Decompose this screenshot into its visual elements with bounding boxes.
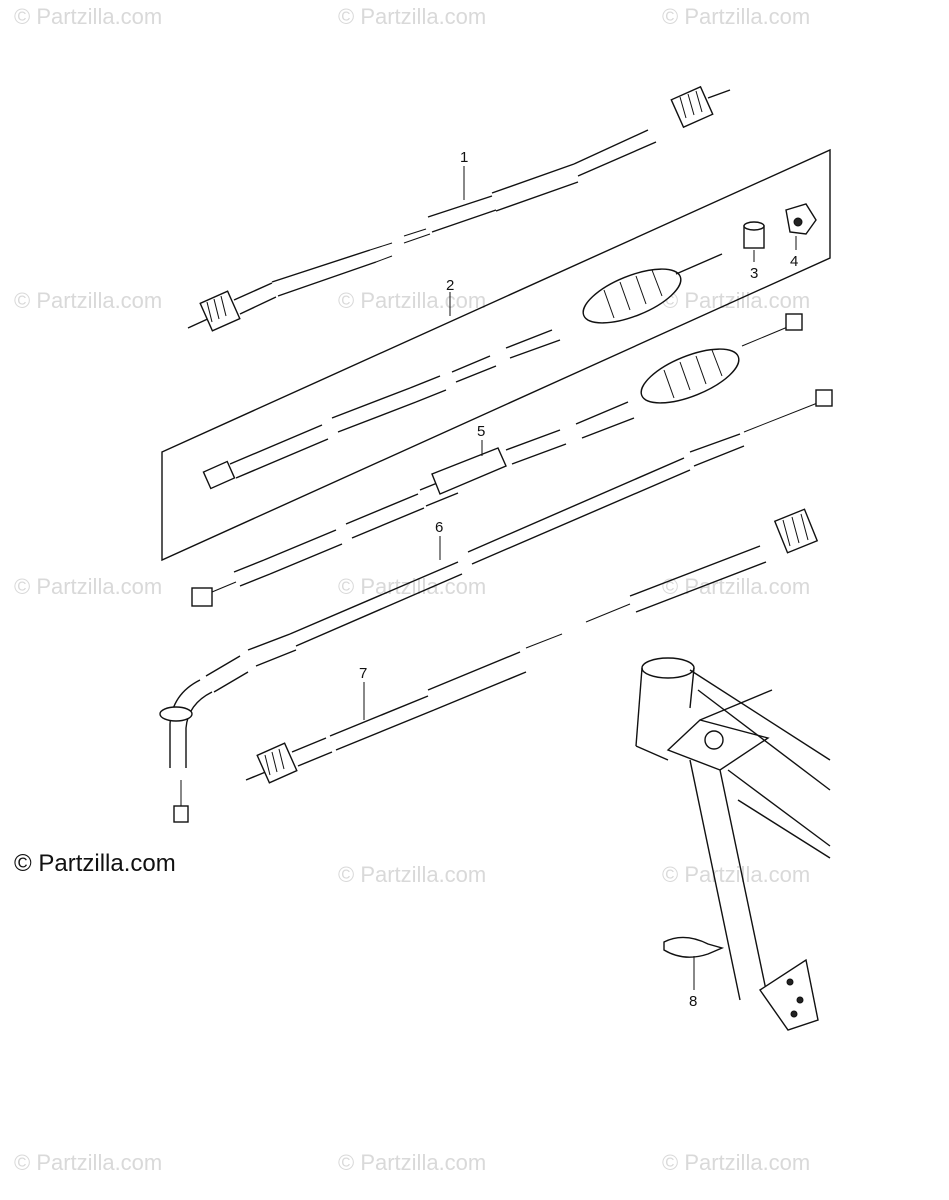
part-1-cable (187, 85, 731, 332)
grouping-box (161, 148, 831, 562)
watermark: © Partzilla.com (14, 288, 163, 313)
watermark: © Partzilla.com (338, 288, 487, 313)
part-4-nut (785, 203, 817, 235)
callout-7: 7 (359, 665, 367, 682)
watermark: © Partzilla.com (662, 862, 811, 887)
watermark: © Partzilla.com (14, 574, 163, 599)
watermark: © Partzilla.com (14, 4, 163, 29)
watermark: © Partzilla.com (662, 4, 811, 29)
watermark: © Partzilla.com (662, 574, 811, 599)
watermark: © Partzilla.com (662, 1150, 811, 1175)
part-8-clamp (663, 936, 725, 958)
callout-3: 3 (750, 265, 758, 282)
callout-5: 5 (477, 423, 485, 440)
part-2-cable (202, 253, 723, 490)
part-7-cable (245, 508, 819, 784)
part-5-cable (191, 313, 803, 607)
part-3-nipple (743, 221, 765, 249)
callout-4: 4 (790, 253, 798, 270)
part-6-cable (159, 389, 833, 823)
watermark: © Partzilla.com (338, 1150, 487, 1175)
callout-6: 6 (435, 519, 443, 536)
copyright-notice: © Partzilla.com (14, 850, 176, 877)
leader-lines (363, 166, 797, 990)
watermark: © Partzilla.com (338, 4, 487, 29)
callout-2: 2 (446, 277, 454, 294)
watermark: © Partzilla.com (14, 1150, 163, 1175)
watermark: © Partzilla.com (338, 862, 487, 887)
callout-1: 1 (460, 149, 468, 166)
callout-8: 8 (689, 993, 697, 1010)
watermark: © Partzilla.com (338, 574, 487, 599)
frame-illustration (635, 657, 831, 1031)
